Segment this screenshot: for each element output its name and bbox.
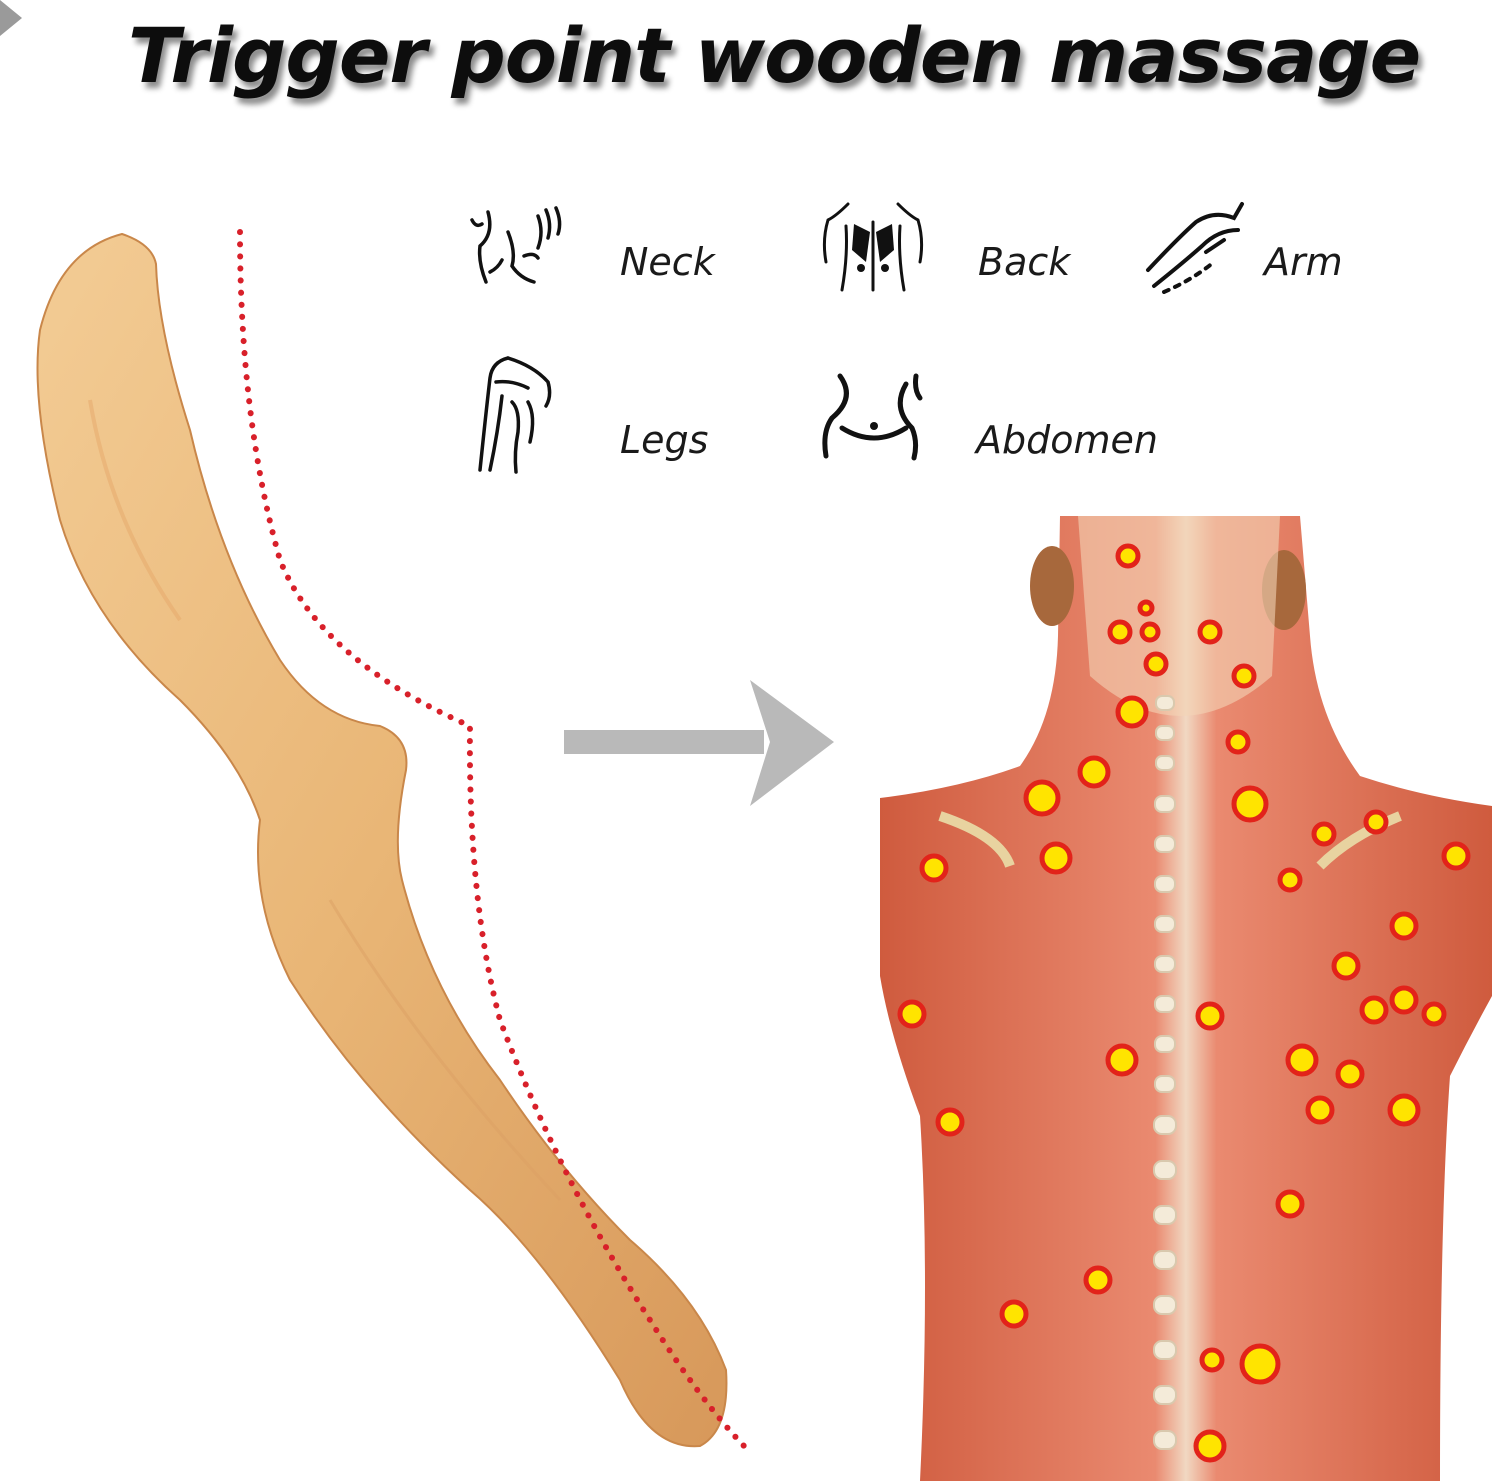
neck-label: Neck: [620, 240, 715, 284]
page-title: Trigger point wooden massage: [128, 11, 1421, 100]
dotted-contour-line: [237, 229, 747, 1449]
legs-label: Legs: [620, 418, 709, 462]
back-label: Back: [978, 240, 1071, 284]
arm-icon: [1146, 202, 1244, 294]
back-icon: [822, 202, 924, 292]
neck-icon: [470, 206, 562, 284]
corner-marker: [0, 0, 22, 36]
trigger-points: [897, 543, 1471, 1463]
legs-icon: [478, 356, 552, 474]
arrow-icon: [564, 680, 834, 806]
back-muscle-illustration: [880, 516, 1492, 1481]
abdomen-label: Abdomen: [976, 418, 1158, 462]
wooden-tool-body: [36, 232, 728, 1448]
abdomen-icon: [822, 373, 923, 461]
arm-label: Arm: [1264, 240, 1343, 284]
